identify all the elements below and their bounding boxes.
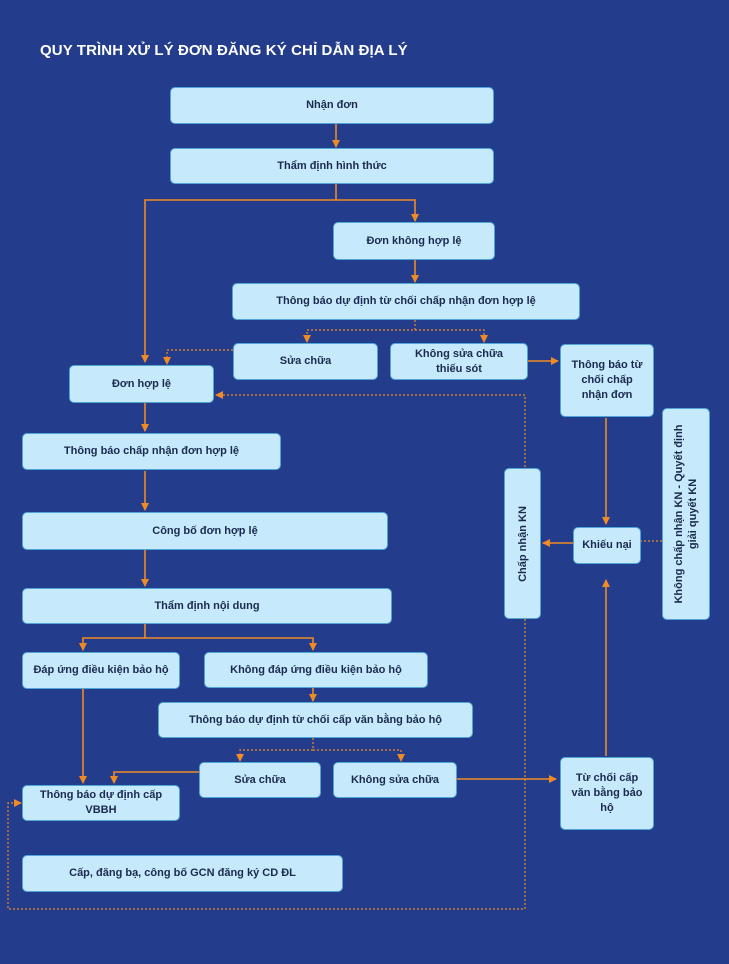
box-dap-ung: Đáp ứng điều kiện bảo hộ <box>22 652 180 689</box>
arrow-to-don-khong-hop-le <box>336 200 415 221</box>
box-thong-bao-chap-nhan: Thông báo chấp nhận đơn hợp lệ <box>22 433 281 470</box>
box-thong-bao-tu-choi-chap-nhan: Thông báo dự định từ chối chấp nhận đơn … <box>232 283 580 320</box>
chap-nhan-kn-label: Chấp nhận KN <box>516 506 530 582</box>
dashed-split-2b <box>313 750 401 761</box>
khong-chap-nhan-kn-line-1: Không chấp nhận KN - Quyết định <box>672 424 686 603</box>
khong-chap-nhan-kn-label: Không chấp nhận KN - Quyết định giải quy… <box>672 424 700 603</box>
box-sua-chua-2: Sửa chữa <box>199 762 321 798</box>
box-nhan-don: Nhận đơn <box>170 87 494 124</box>
khong-chap-nhan-kn-line-2: giải quyết KN <box>686 424 700 603</box>
box-cap-dang-ba: Cấp, đăng bạ, công bố GCN đăng ký CD ĐL <box>22 855 343 892</box>
box-tu-choi-cap-van-bang: Từ chối cấp văn bằng bảo hộ <box>560 757 654 830</box>
box-don-khong-hop-le: Đơn không hợp lệ <box>333 222 495 260</box>
box-khong-dap-ung: Không đáp ứng điều kiện bảo hộ <box>204 652 428 688</box>
box-thong-bao-du-dinh-cap: Thông báo dự định cấp VBBH <box>22 785 180 821</box>
box-tham-dinh-noi-dung: Thẩm định nội dung <box>22 588 392 624</box>
box-thong-bao-tu-choi-don: Thông báo từ chối chấp nhận đơn <box>560 344 654 417</box>
box-khong-chap-nhan-kn: Không chấp nhận KN - Quyết định giải quy… <box>662 408 710 620</box>
dashed-split-2 <box>240 738 313 761</box>
box-khong-sua-chua: Không sửa chữa <box>333 762 457 798</box>
arrow-to-dap-ung <box>83 638 145 650</box>
box-khieu-nai: Khiếu nại <box>573 527 641 564</box>
box-chap-nhan-kn: Chấp nhận KN <box>504 468 541 619</box>
dashed-sua-to-don-hop-le <box>167 350 233 364</box>
dashed-split-1 <box>307 320 415 342</box>
dashed-chap-nhan-to-don-hop-le <box>216 395 525 619</box>
arrow-noi-dung-split <box>145 624 313 650</box>
box-khong-sua-chua-thieu-sot: Không sửa chữa thiếu sót <box>390 343 528 380</box>
dashed-split-1b <box>415 330 484 342</box>
box-sua-chua-1: Sửa chữa <box>233 343 378 380</box>
box-don-hop-le: Đơn hợp lệ <box>69 365 214 403</box>
arrow-tham-dinh-split <box>145 184 336 362</box>
box-tham-dinh-hinh-thuc: Thẩm định hình thức <box>170 148 494 184</box>
arrow-sua-chua-2-to-vbbh <box>114 772 199 783</box>
box-thong-bao-tu-choi-van-bang: Thông báo dự định từ chối cấp văn bằng b… <box>158 702 473 738</box>
box-cong-bo: Công bố đơn hợp lệ <box>22 512 388 550</box>
